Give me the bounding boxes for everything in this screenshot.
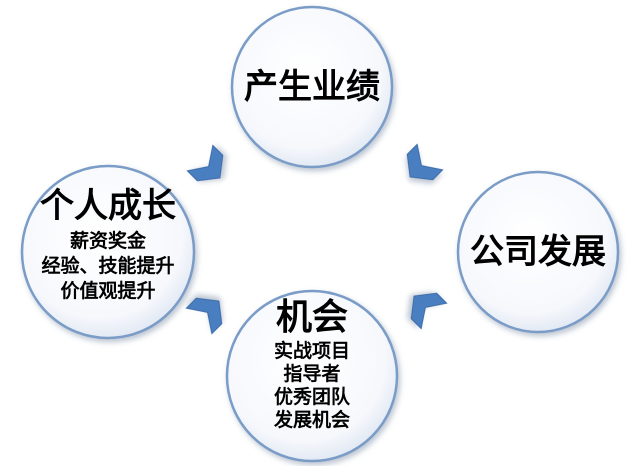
node-company-title: 公司发展 [470, 232, 606, 272]
node-company: 公司发展 [458, 232, 618, 272]
node-opportunity-title: 机会 [275, 297, 348, 338]
node-growth-title: 个人成长 [40, 186, 176, 226]
node-opportunity: 机会 实战项目 指导者 优秀团队 发展机会 [232, 298, 392, 432]
node-performance: 产生业绩 [232, 67, 392, 107]
circle-opportunity [225, 289, 399, 463]
node-growth-line: 经验、技能提升 [41, 255, 175, 278]
chevron-arrow-icon [410, 292, 448, 330]
node-growth: 个人成长 薪资奖金 经验、技能提升 价值观提升 [28, 186, 188, 304]
node-growth-line: 薪资奖金 [69, 230, 146, 253]
chevron-arrow-icon [185, 297, 223, 335]
circle-growth [20, 164, 196, 340]
node-opportunity-line: 发展机会 [273, 408, 350, 431]
node-opportunity-line: 实战项目 [273, 339, 350, 362]
node-opportunity-line: 优秀团队 [273, 385, 350, 408]
node-performance-title: 产生业绩 [244, 67, 380, 107]
chevron-arrow-icon [186, 144, 224, 182]
circle-performance [230, 5, 394, 169]
circle-company [456, 170, 620, 334]
node-growth-line: 价值观提升 [60, 280, 156, 303]
node-opportunity-line: 指导者 [283, 362, 341, 385]
chevron-arrow-icon [406, 143, 444, 181]
